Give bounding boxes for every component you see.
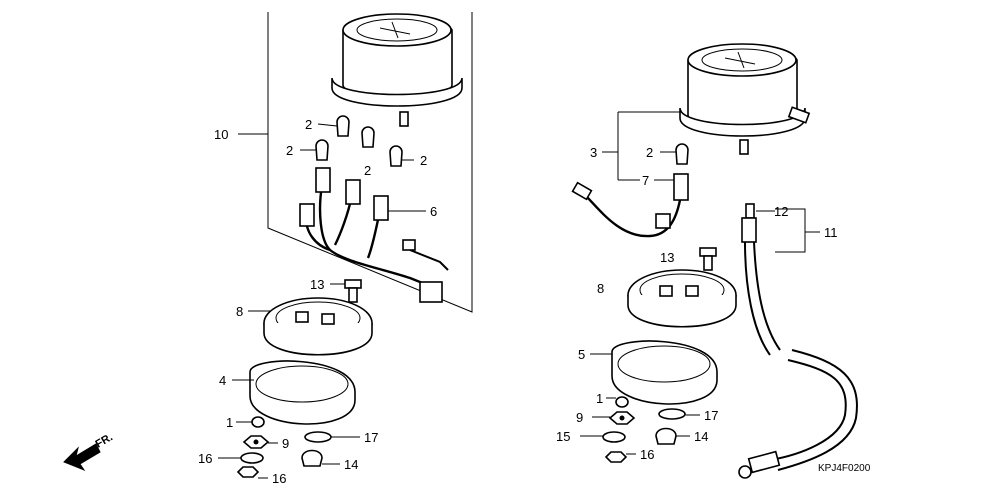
callout-2-bulb-a: 2 xyxy=(305,117,312,132)
callout-13-right: 13 xyxy=(660,250,674,265)
callout-7: 7 xyxy=(642,173,649,188)
callout-16-right: 16 xyxy=(640,447,654,462)
right-assembly xyxy=(571,43,858,479)
callout-8-left: 8 xyxy=(236,304,243,319)
left-meter-case xyxy=(263,297,373,356)
callout-12: 12 xyxy=(774,204,788,219)
callout-16-left-a: 16 xyxy=(198,451,212,466)
callout-8-right: 8 xyxy=(597,281,604,296)
callout-11: 11 xyxy=(824,225,838,240)
callout-17-left: 17 xyxy=(364,430,378,445)
left-wire-harness xyxy=(299,167,449,303)
left-hardware xyxy=(236,416,332,478)
callout-13-left: 13 xyxy=(310,277,324,292)
right-hardware xyxy=(602,396,686,463)
right-bolt xyxy=(699,247,717,271)
right-meter-case xyxy=(627,269,737,328)
callout-2-bulb-d: 2 xyxy=(420,153,427,168)
callout-1-right: 1 xyxy=(596,391,603,406)
callout-2-right: 2 xyxy=(646,145,653,160)
callout-1-left: 1 xyxy=(226,415,233,430)
callout-17-right: 17 xyxy=(704,408,718,423)
callout-6: 6 xyxy=(430,204,437,219)
left-assembly xyxy=(236,12,473,478)
callout-3: 3 xyxy=(590,145,597,160)
callout-9-right: 9 xyxy=(576,410,583,425)
callout-9-left: 9 xyxy=(282,436,289,451)
left-bulbs xyxy=(315,115,403,167)
left-meter-housing xyxy=(331,13,463,127)
callout-4: 4 xyxy=(219,373,226,388)
callout-2-bulb-c: 2 xyxy=(364,163,371,178)
callout-10: 10 xyxy=(214,127,228,142)
right-meter-housing xyxy=(679,43,811,155)
callout-5: 5 xyxy=(578,347,585,362)
front-arrow-icon xyxy=(63,443,101,472)
diagram-code: KPJ4F0200 xyxy=(818,463,871,474)
left-kit-bracket xyxy=(267,12,473,313)
front-direction-label: FR. xyxy=(94,431,115,450)
callout-2-bulb-b: 2 xyxy=(286,143,293,158)
callout-14-left: 14 xyxy=(344,457,358,472)
left-bolt xyxy=(344,279,362,303)
right-case-cover xyxy=(611,340,718,405)
callout-15: 15 xyxy=(556,429,570,444)
callout-16-left-b: 16 xyxy=(272,471,286,486)
left-case-cover xyxy=(249,360,356,425)
callout-14-right: 14 xyxy=(694,429,708,444)
front-direction-indicator: FR. xyxy=(63,431,115,472)
right-cable-bracket xyxy=(775,208,806,253)
right-speedometer-cable xyxy=(738,203,858,479)
callout-labels: 10 2 2 2 2 6 13 8 4 1 9 17 16 14 16 3 2 … xyxy=(198,117,838,486)
leader-lines xyxy=(218,111,820,479)
right-bulb-socket xyxy=(571,143,689,238)
